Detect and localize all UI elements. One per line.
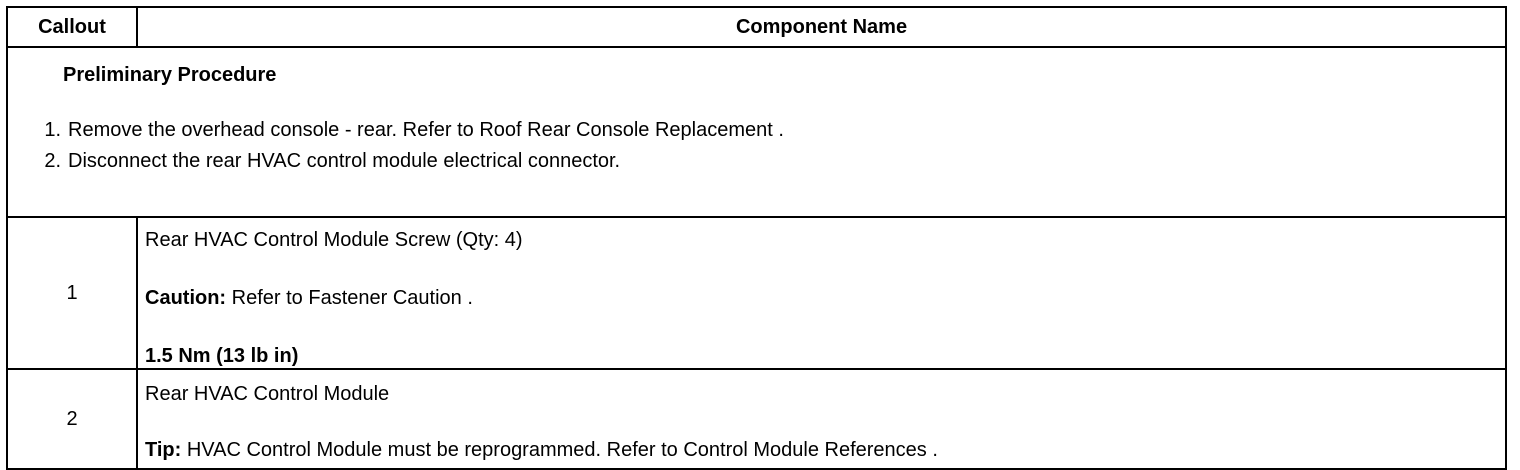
preliminary-cell: Preliminary Procedure 1 Remove the overh… — [6, 46, 1507, 218]
caution-text: Refer to Fastener Caution . — [226, 287, 473, 309]
preliminary-title: Preliminary Procedure — [63, 64, 277, 86]
callout-number: 2 — [6, 368, 138, 470]
component-cell: Rear HVAC Control Module Tip: HVAC Contr… — [136, 368, 1507, 470]
component-name: Rear HVAC Control Module Screw (Qty: 4) — [145, 229, 523, 251]
tip-note: Tip: HVAC Control Module must be reprogr… — [145, 438, 1505, 462]
step-text: Disconnect the rear HVAC control module … — [68, 150, 621, 172]
tip-text: HVAC Control Module must be reprogrammed… — [181, 439, 938, 461]
procedure-table: Callout Component Name Preliminary Proce… — [6, 6, 1507, 470]
torque-spec: 1.5 Nm (13 lb in) — [145, 345, 299, 367]
component-name: Rear HVAC Control Module — [145, 383, 390, 405]
table-row: 2 Rear HVAC Control Module Tip: HVAC Con… — [6, 368, 1507, 470]
preliminary-row: Preliminary Procedure 1 Remove the overh… — [6, 46, 1507, 218]
step-number: 1 — [8, 115, 63, 146]
preliminary-steps: 1 Remove the overhead console - rear. Re… — [8, 115, 1505, 177]
callout-header: Callout — [6, 6, 138, 48]
step-item: 2 Disconnect the rear HVAC control modul… — [8, 146, 1505, 177]
step-number: 2 — [8, 146, 63, 177]
step-item: 1 Remove the overhead console - rear. Re… — [8, 115, 1505, 146]
header-row: Callout Component Name — [6, 6, 1507, 48]
component-name-header: Component Name — [136, 6, 1507, 48]
table-row: 1 Rear HVAC Control Module Screw (Qty: 4… — [6, 216, 1507, 370]
caution-note: Caution: Refer to Fastener Caution . — [145, 286, 1505, 310]
component-cell: Rear HVAC Control Module Screw (Qty: 4) … — [136, 216, 1507, 370]
step-text: Remove the overhead console - rear. Refe… — [68, 119, 784, 141]
tip-label: Tip: — [145, 439, 182, 461]
callout-number: 1 — [6, 216, 138, 370]
caution-label: Caution: — [145, 287, 227, 309]
